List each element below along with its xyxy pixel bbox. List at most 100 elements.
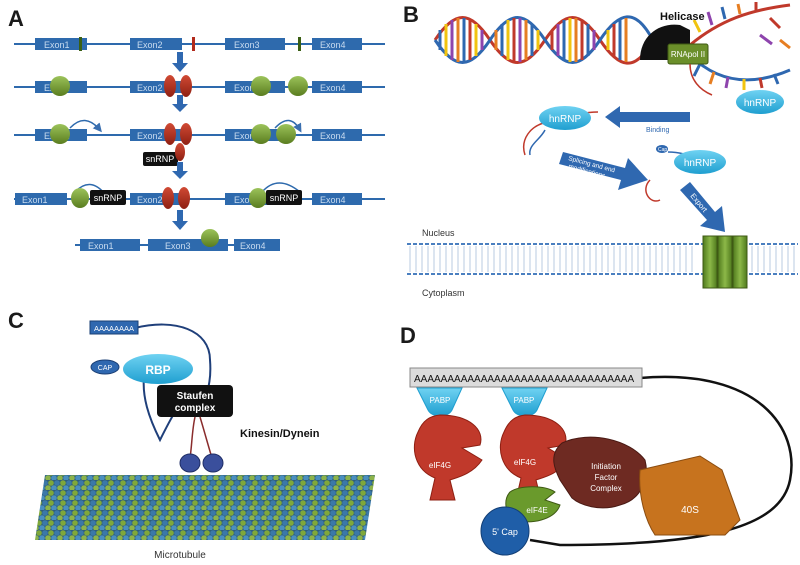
rbp-label: RBP	[145, 363, 170, 377]
binding-label: Binding	[646, 127, 669, 134]
hnrnp-label: hnRNP	[744, 98, 777, 109]
down-arrow	[172, 52, 188, 72]
mrna-loop	[529, 375, 793, 547]
ifc-label-3: Complex	[590, 484, 622, 493]
exon-block	[225, 38, 285, 50]
panel-c-letter: C	[8, 308, 24, 333]
exon-label: Exon4	[240, 241, 266, 251]
microtubule-lattice	[35, 475, 375, 540]
cap-label: Cap	[658, 147, 667, 153]
green-protein	[251, 76, 271, 96]
snrnp-label: snRNP	[146, 154, 175, 164]
ifc-label-2: Factor	[595, 473, 618, 482]
panel-a-letter: A	[8, 6, 24, 31]
exon-label: Exon3	[234, 40, 260, 50]
snrnp-tag	[90, 190, 126, 205]
red-splice-factor	[175, 143, 185, 161]
ribosome-40s	[639, 455, 741, 536]
cap-label: CAP	[98, 365, 113, 372]
eif4g-label: eIF4G	[429, 461, 451, 470]
cap-oval	[90, 359, 120, 375]
dna-helix	[433, 2, 791, 90]
exon-label: Exon4	[320, 83, 346, 93]
rbp-oval	[123, 354, 193, 384]
splicing-arrow: Splicing and end modifications	[559, 152, 648, 190]
snrnp-label: snRNP	[270, 193, 299, 203]
red-splice-factor	[180, 123, 192, 145]
exon-label: Exon4	[320, 40, 346, 50]
exon-block	[312, 38, 362, 50]
microtubule-label: Microtubule	[154, 550, 206, 561]
cap-dot	[656, 145, 668, 153]
eif4g-label: eIF4G	[514, 458, 536, 467]
hnrnp-particle	[539, 106, 591, 130]
exon-label: Exon2	[137, 195, 163, 205]
exon-label: Exon4	[320, 131, 346, 141]
motor-protein	[179, 453, 201, 473]
panel-b: B	[403, 2, 798, 298]
hnrnp-label: hnRNP	[684, 158, 717, 169]
pabp-label: PABP	[514, 396, 535, 405]
panel-d: D AAAAAAAAAAAAAAAAAAAAAAAAAAAAAAAAA PABP…	[400, 323, 793, 556]
five-prime-cap	[480, 506, 530, 556]
ribosome-label: 40S	[681, 505, 699, 516]
down-arrow	[172, 95, 188, 112]
cytoplasm-label: Cytoplasm	[422, 288, 465, 298]
down-arrow	[172, 143, 188, 179]
exon-label: Exon1	[22, 195, 48, 205]
exon-label: Exon2	[137, 40, 163, 50]
red-splice-factor	[164, 123, 176, 145]
panel-d-letter: D	[400, 323, 416, 348]
hnrnp-particle	[736, 90, 784, 114]
pabp-label: PABP	[430, 396, 451, 405]
panel-a-row-5: Exon1 Exon3 Exon4	[75, 229, 280, 251]
green-protein	[251, 124, 271, 144]
snrnp-tag: snRNP	[143, 152, 178, 166]
exon-label: Exon3	[234, 131, 260, 141]
polya-label: AAAAAAAA	[94, 324, 134, 333]
staufen-label-1: Staufen	[177, 391, 214, 402]
ifc-label-1: Initiation	[591, 462, 621, 471]
exon-label: Exon1	[44, 40, 70, 50]
kinesin-dynein-label: Kinesin/Dynein	[240, 428, 320, 440]
exon-label: Exon2	[137, 83, 163, 93]
polya-tail	[409, 367, 643, 388]
red-splice-factor	[180, 75, 192, 97]
eif4e-label: eIF4E	[526, 506, 547, 515]
export-arrow: Export	[680, 182, 725, 232]
green-protein	[50, 76, 70, 96]
exon-label: Exon2	[137, 131, 163, 141]
nuclear-pore	[702, 235, 748, 289]
splice-site-marker	[192, 37, 195, 51]
exon-block	[35, 38, 87, 50]
green-protein	[249, 188, 267, 208]
mrna-strand	[142, 369, 176, 443]
nucleus-label: Nucleus	[422, 228, 455, 238]
panel-a-row-1: Exon1 Exon2 Exon3 Exon4	[14, 37, 385, 51]
down-arrow	[172, 210, 188, 230]
panel-a-row-3: Exon1 Exon2 Exon3 Exon4	[14, 119, 385, 145]
hnrnp-label: hnRNP	[549, 114, 582, 125]
staufen-complex-box	[157, 385, 233, 417]
green-protein	[201, 229, 219, 247]
exon-label: Exon3	[234, 83, 260, 93]
exon-label: Exon4	[320, 195, 346, 205]
cap-label: 5' Cap	[492, 527, 518, 537]
exon-label: Exon3	[234, 195, 260, 205]
nascent-rna	[689, 63, 713, 96]
red-splice-factor	[164, 75, 176, 97]
splice-site-marker	[79, 37, 82, 51]
rnapol-box	[667, 43, 709, 65]
panel-a-row-2: Exon1 Exon2 Exon3 Exon4	[14, 75, 385, 97]
eif4g-shape	[413, 414, 483, 501]
helicase-label: Helicase	[660, 11, 705, 23]
polya-tail	[89, 320, 139, 335]
red-splice-factor	[178, 187, 190, 209]
green-protein	[276, 124, 296, 144]
snrnp-tag	[266, 190, 302, 205]
panel-b-letter: B	[403, 2, 419, 27]
rnapol-label: RNApol II	[671, 50, 705, 59]
hnrnp-particle	[674, 150, 726, 174]
splice-site-marker	[298, 37, 301, 51]
